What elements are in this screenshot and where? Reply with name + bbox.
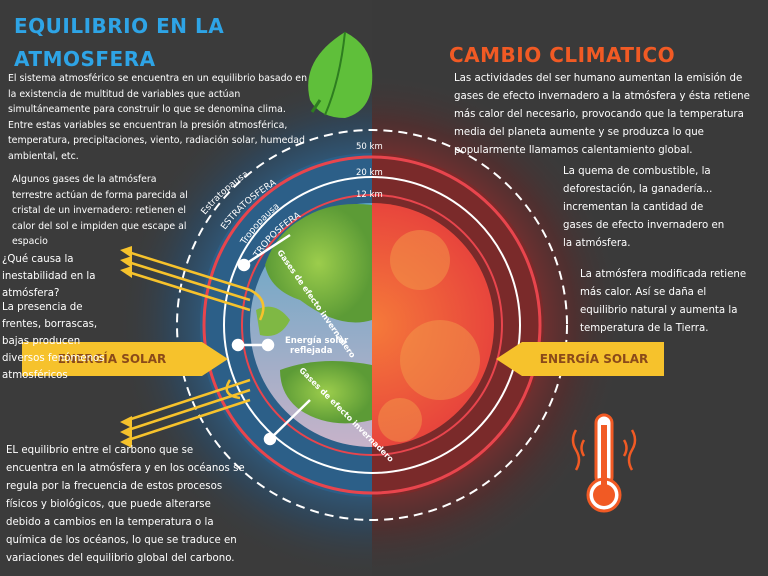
- right-burning: La quema de combustible, la deforestació…: [563, 166, 725, 249]
- solar-arrow-right: ENERGÍA SOLAR: [496, 342, 664, 376]
- left-carbon: EL equilibrio entre el carbono que se en…: [6, 445, 245, 564]
- right-intro: Las actividades del ser humano aumentan …: [454, 73, 750, 156]
- solar-label-left: ENERGÍA SOLAR: [57, 352, 167, 366]
- solar-label-right: ENERGÍA SOLAR: [539, 352, 649, 366]
- right-title: CAMBIO CLIMATICO: [449, 43, 676, 67]
- solar-arrow-left: ENERGÍA SOLAR: [22, 342, 228, 376]
- right-modified: La atmósfera modificada retiene más calo…: [580, 269, 747, 334]
- leaf-icon: [308, 31, 373, 118]
- estratopausa-ring: [176, 129, 568, 521]
- left-title-line1: EQUILIBRIO EN LA: [14, 14, 225, 38]
- thermometer-icon: [571, 413, 637, 513]
- label-20km: 20 km: [356, 168, 383, 178]
- left-intro: El sistema atmosférico se encuentra en u…: [8, 73, 308, 162]
- left-answer: La presencia de frentes, borrascas, baja…: [2, 302, 105, 381]
- left-greenhouse: Algunos gases de la atmósfera terrestre …: [12, 174, 188, 247]
- label-energia-reflejada-1: Energía solar: [285, 336, 349, 346]
- left-question: ¿Qué causa la inestabilidad en la atmósf…: [2, 254, 96, 299]
- label-50km: 50 km: [356, 142, 383, 152]
- left-title-line2: ATMOSFERA: [14, 47, 156, 71]
- label-energia-reflejada-2: reflejada: [290, 346, 333, 356]
- left-title: EQUILIBRIO EN LA ATMOSFERA: [14, 10, 224, 76]
- label-12km: 12 km: [356, 190, 383, 200]
